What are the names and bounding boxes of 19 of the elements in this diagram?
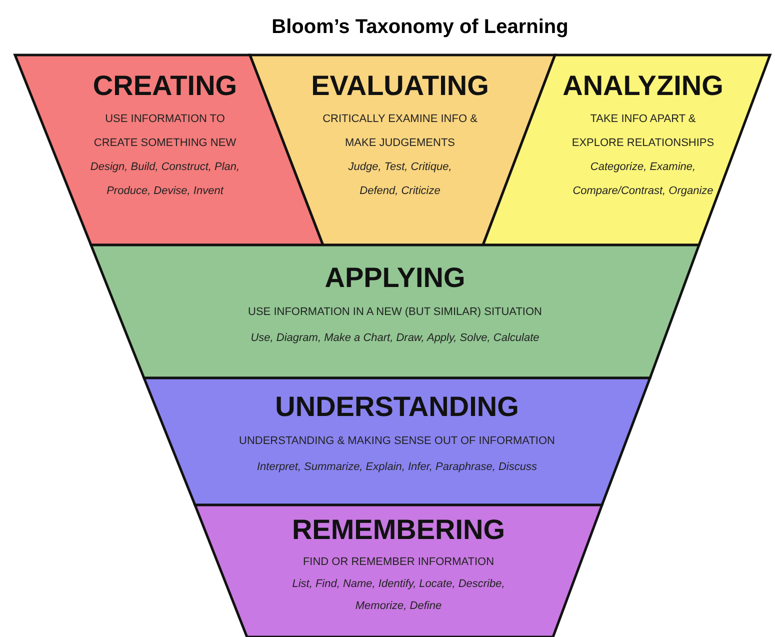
level-heading: REMEMBERING (292, 513, 506, 547)
example-verbs: Design, Build, Construct, Plan, Produce, Devise, Invent (89, 160, 241, 199)
example-verbs: Interpret, Summarize, Explain, Infer, Paraphrase, Discuss (256, 460, 537, 475)
level-description: FIND OR REMEMBER INFORMATION (302, 555, 494, 570)
level-heading: UNDERSTANDING (275, 390, 519, 424)
example-verbs: Judge, Test, Critique, Defend, Criticize (347, 160, 453, 199)
level-description: TAKE INFO APART & EXPLORE RELATIONSHIPS (570, 112, 716, 151)
level-heading: CREATING (92, 69, 238, 103)
level-heading: EVALUATING (311, 69, 489, 103)
example-verbs: Categorize, Examine, Compare/Contrast, Organize (572, 160, 714, 199)
example-verbs: Use, Diagram, Make a Chart, Draw, Apply, Solve, Calculate (250, 331, 540, 346)
diagram-title: Bloom’s Taxonomy of Learning (270, 15, 570, 40)
level-heading: APPLYING (324, 261, 466, 295)
level-heading: ANALYZING (562, 69, 724, 103)
level-description: UNDERSTANDING & MAKING SENSE OUT OF INFORMATION (239, 434, 555, 449)
level-description: CRITICALLY EXAMINE INFO & MAKE JUDGEMENTS (322, 112, 478, 151)
level-description: USE INFORMATION IN A NEW (BUT SIMILAR) SITUATION (248, 305, 542, 320)
level-description: USE INFORMATION TO CREATE SOMETHING NEW (92, 112, 238, 151)
example-verbs: List, Find, Name, Identify, Locate, Describe, Memorize, Define (291, 577, 506, 614)
